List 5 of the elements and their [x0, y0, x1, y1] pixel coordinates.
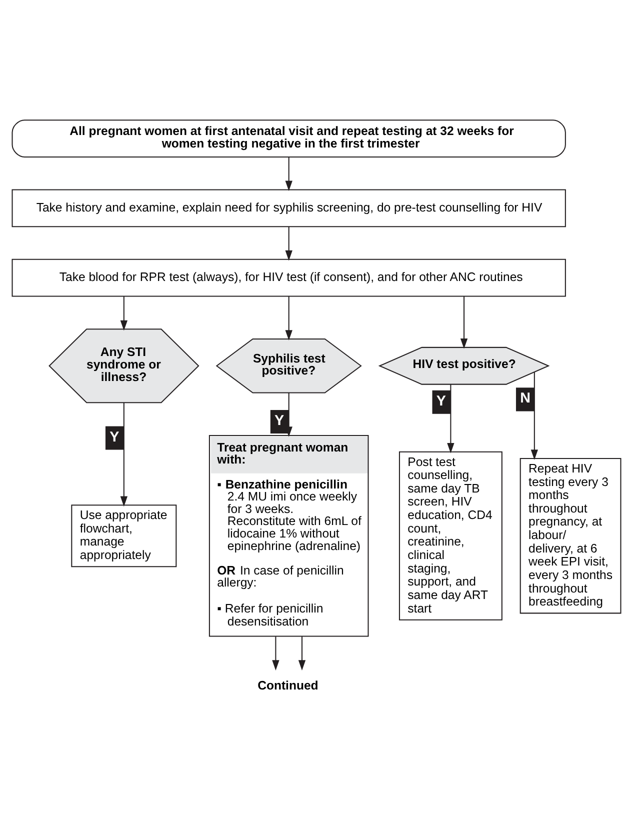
edge-label: Y	[436, 393, 446, 410]
edge-label: N	[520, 390, 530, 407]
node-text: Continued	[258, 678, 318, 693]
edge-label: Y	[110, 429, 120, 446]
edge-label: Y	[274, 413, 284, 430]
